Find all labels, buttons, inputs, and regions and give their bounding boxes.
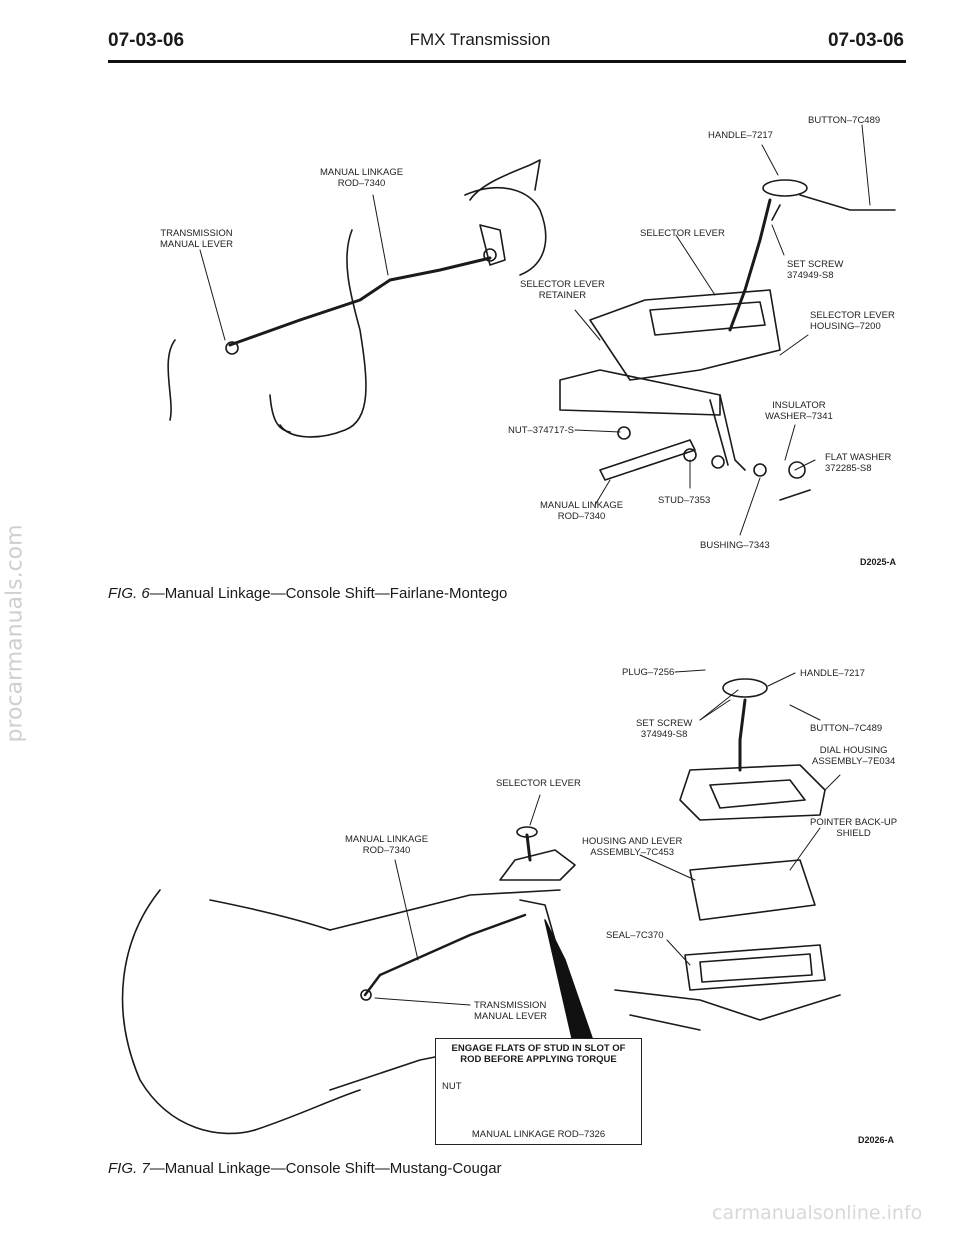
note-line: ENGAGE FLATS OF STUD IN SLOT OF <box>451 1043 626 1054</box>
label-handle: HANDLE–7217 <box>708 130 773 141</box>
label-button: BUTTON–7C489 <box>808 115 881 126</box>
figure-code: D2025-A <box>860 557 897 567</box>
fig6-leader-lines <box>199 124 871 536</box>
label-manual-rod: MANUAL LINKAGE ROD–7340 <box>345 834 428 856</box>
label-dial-housing: DIAL HOUSING ASSEMBLY–7E034 <box>812 745 895 767</box>
figure-code: D2026-A <box>858 1135 895 1145</box>
label-transmission-lever: TRANSMISSION MANUAL LEVER <box>474 1000 547 1022</box>
label-manual-rod-bottom: MANUAL LINKAGE ROD–7340 <box>540 500 623 522</box>
label-line: SET SCREW <box>787 259 844 270</box>
label-insulator-washer: INSULATOR WASHER–7341 <box>765 400 833 422</box>
label-line: POINTER BACK-UP <box>810 817 898 828</box>
label-line: HOUSING AND LEVER <box>582 836 683 847</box>
torque-note-box: ENGAGE FLATS OF STUD IN SLOT OF ROD BEFO… <box>435 1038 642 1145</box>
label-line: SELECTOR LEVER <box>810 310 895 321</box>
label-stud: STUD–7353 <box>658 495 711 506</box>
label-nut: NUT–374717-S <box>508 425 575 436</box>
label-line: ROD–7340 <box>557 511 606 522</box>
side-watermark: procarmanuals.com <box>2 524 28 743</box>
page-title: FMX Transmission <box>409 30 551 49</box>
label-line: ROD–7340 <box>337 178 386 189</box>
label-pointer-shield: POINTER BACK-UP SHIELD <box>810 817 897 839</box>
page-number-left: 07-03-06 <box>108 30 185 51</box>
label-housing-lever: HOUSING AND LEVER ASSEMBLY–7C453 <box>582 836 682 858</box>
label-line: 372285-S8 <box>825 463 872 474</box>
label-line: SELECTOR LEVER <box>520 279 605 290</box>
bottom-watermark: carmanualsonline.info <box>712 1202 923 1224</box>
label-line: TRANSMISSION <box>160 228 233 239</box>
page-number-right: 07-03-06 <box>827 30 904 51</box>
label-line: ASSEMBLY–7E034 <box>812 756 896 767</box>
note-line: ROD BEFORE APPLYING TORQUE <box>460 1054 617 1065</box>
label-transmission-lever: TRANSMISSION MANUAL LEVER <box>160 228 233 250</box>
label-plug: PLUG–7256 <box>622 667 675 678</box>
label-line: ROD–7340 <box>362 845 411 856</box>
label-line: MANUAL LEVER <box>160 239 234 250</box>
label-seal: SEAL–7C370 <box>606 930 664 941</box>
fig7-console-exploded <box>614 678 841 1031</box>
figure-caption: FIG. 7—Manual Linkage—Console Shift—Must… <box>108 1160 502 1177</box>
fig7-leader-lines <box>374 669 841 1135</box>
label-flat-washer: FLAT WASHER 372285-S8 <box>825 452 891 474</box>
header-rule <box>108 60 906 63</box>
label-line: INSULATOR <box>772 400 826 411</box>
label-line: MANUAL LINKAGE <box>345 834 429 845</box>
label-line: DIAL HOUSING <box>819 745 888 756</box>
label-line: ASSEMBLY–7C453 <box>590 847 675 858</box>
label-line: 374949-S8 <box>787 270 834 281</box>
label-line: 374949-S8 <box>640 729 688 740</box>
label-manual-rod-inset: MANUAL LINKAGE ROD–7326 <box>471 1129 606 1140</box>
caption-text: —Manual Linkage—Console Shift—Mustang-Co… <box>149 1160 502 1177</box>
fig7-selector-assembly <box>360 826 538 1001</box>
fig6-manual-rod <box>228 256 492 347</box>
label-line: TRANSMISSION <box>474 1000 547 1011</box>
caption-figure-number: FIG. 7 <box>108 1160 150 1177</box>
label-handle: HANDLE–7217 <box>800 668 865 679</box>
label-line: RETAINER <box>538 290 587 301</box>
caption-text: —Manual Linkage—Console Shift—Fairlane-M… <box>149 585 508 602</box>
label-line: SHIELD <box>836 828 871 839</box>
label-line: WASHER–7341 <box>765 411 833 422</box>
label-selector-housing: SELECTOR LEVER HOUSING–7200 <box>810 310 895 332</box>
label-button: BUTTON–7C489 <box>810 723 883 734</box>
fig6-rod-end <box>225 341 239 355</box>
label-manual-rod-top: MANUAL LINKAGE ROD–7340 <box>320 167 403 189</box>
pointer-arrow <box>544 919 593 1039</box>
label-set-screw: SET SCREW 374949-S8 <box>636 718 692 740</box>
fig6-console-housing <box>559 179 896 501</box>
label-line: HOUSING–7200 <box>810 321 881 332</box>
label-line: MANUAL LINKAGE <box>320 167 404 178</box>
fig6-transmission-drawing <box>167 159 547 438</box>
label-selector-retainer: SELECTOR LEVER RETAINER <box>520 279 605 301</box>
label-line: MANUAL LINKAGE <box>540 500 624 511</box>
label-selector-lever: SELECTOR LEVER <box>640 228 725 239</box>
label-bushing: BUSHING–7343 <box>700 540 770 551</box>
label-selector-lever: SELECTOR LEVER <box>496 778 581 789</box>
label-line: MANUAL LEVER <box>474 1011 548 1022</box>
label-nut: NUT <box>442 1081 462 1092</box>
caption-figure-number: FIG. 6 <box>108 585 150 602</box>
label-line: FLAT WASHER <box>825 452 892 463</box>
torque-note: ENGAGE FLATS OF STUD IN SLOT OF ROD BEFO… <box>436 1043 641 1065</box>
figure-caption: FIG. 6—Manual Linkage—Console Shift—Fair… <box>108 585 507 602</box>
label-line: SET SCREW <box>636 718 693 729</box>
label-set-screw: SET SCREW 374949-S8 <box>787 259 843 281</box>
